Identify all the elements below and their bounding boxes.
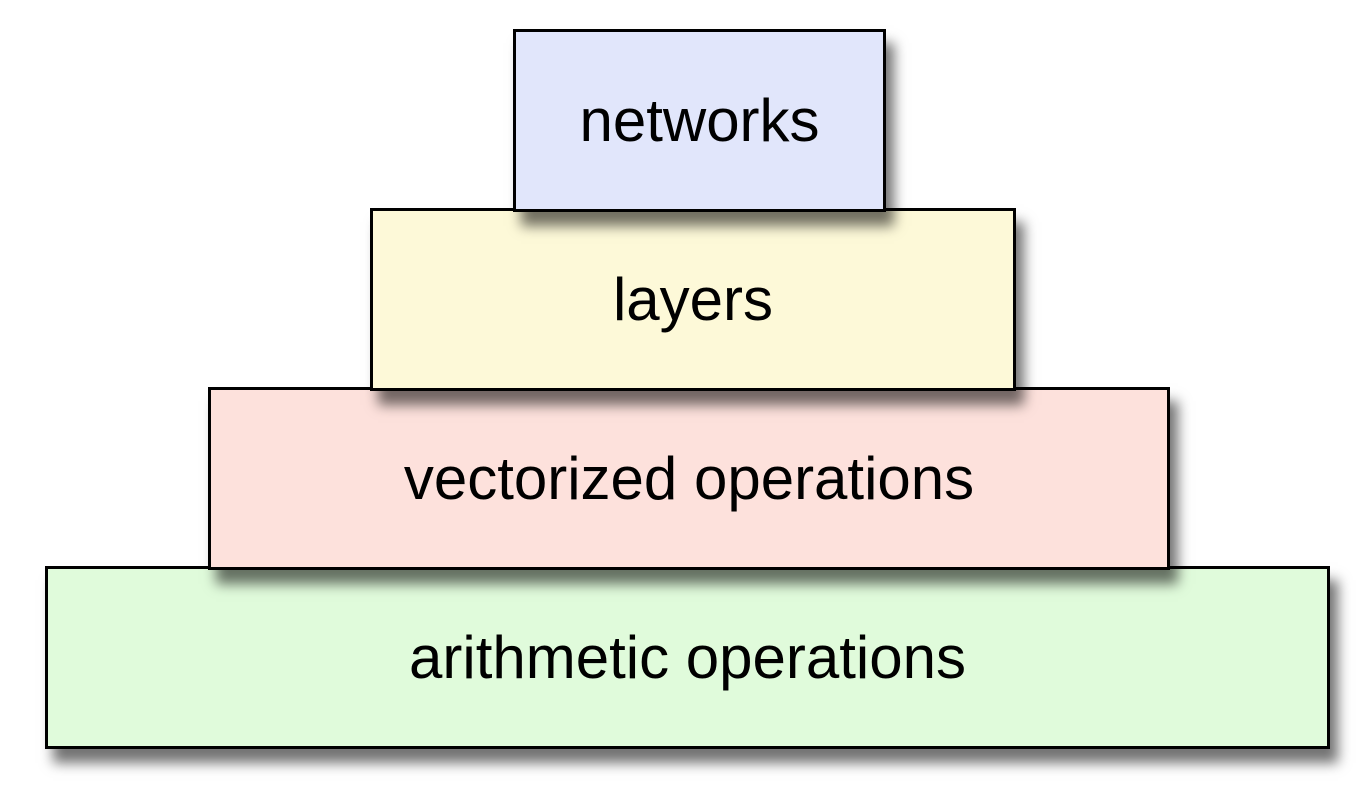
layer-arithmetic-operations-label: arithmetic operations [409,623,966,691]
layer-layers: layers [370,208,1016,391]
layer-vectorized-operations: vectorized operations [208,387,1170,570]
layer-layers-label: layers [612,265,774,333]
layer-vectorized-operations-label: vectorized operations [403,444,975,512]
layer-arithmetic-operations: arithmetic operations [45,566,1330,749]
layer-networks: networks [513,29,886,212]
layer-networks-label: networks [579,86,820,154]
